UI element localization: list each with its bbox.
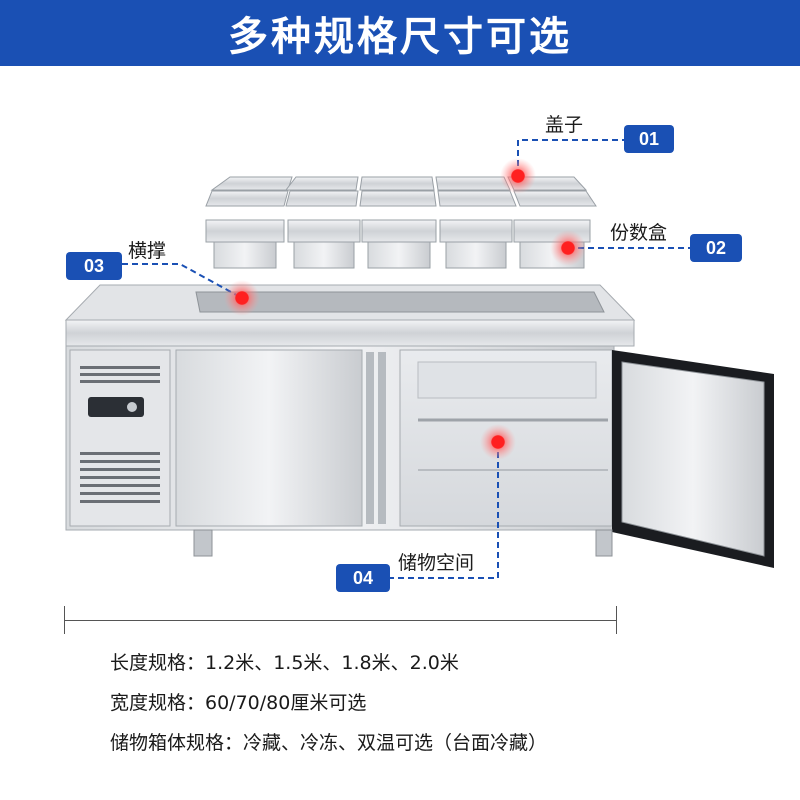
callout-badge-01: 01 <box>624 125 674 153</box>
callout-label-food-pan: 份数盒 <box>610 222 668 244</box>
marker-03 <box>224 280 260 316</box>
marker-dots <box>224 158 586 460</box>
callout-badge-04: 04 <box>336 564 390 592</box>
counter-top <box>64 284 636 347</box>
marker-02 <box>550 230 586 266</box>
callout-label-lid: 盖子 <box>545 114 584 136</box>
callout-badge-02: 02 <box>690 234 742 262</box>
product-illustration <box>64 139 774 579</box>
page-header: 多种规格尺寸可选 <box>0 0 800 66</box>
dimension-tick-right <box>616 606 617 634</box>
spec-storage: 储物箱体规格：冷藏、冷冻、双温可选（台面冷藏） <box>110 732 548 754</box>
page-title: 多种规格尺寸可选 <box>228 14 572 60</box>
thermostat-display <box>88 397 144 417</box>
food-pan-row <box>205 219 591 269</box>
dimension-line <box>64 620 617 621</box>
marker-01 <box>500 158 536 194</box>
spec-length: 长度规格：1.2米、1.5米、1.8米、2.0米 <box>110 652 459 674</box>
spec-width: 宽度规格：60/70/80厘米可选 <box>110 692 367 714</box>
dimension-tick-left <box>64 606 65 634</box>
callout-label-storage: 储物空间 <box>398 552 475 574</box>
marker-04 <box>480 424 516 460</box>
spec-list: 长度规格：1.2米、1.5米、1.8米、2.0米 宽度规格：60/70/80厘米… <box>110 646 770 766</box>
callout-label-crossbar: 横撑 <box>128 240 167 262</box>
cabinet-body <box>65 345 774 568</box>
lid-row <box>205 176 597 207</box>
callout-badge-03: 03 <box>66 252 122 280</box>
